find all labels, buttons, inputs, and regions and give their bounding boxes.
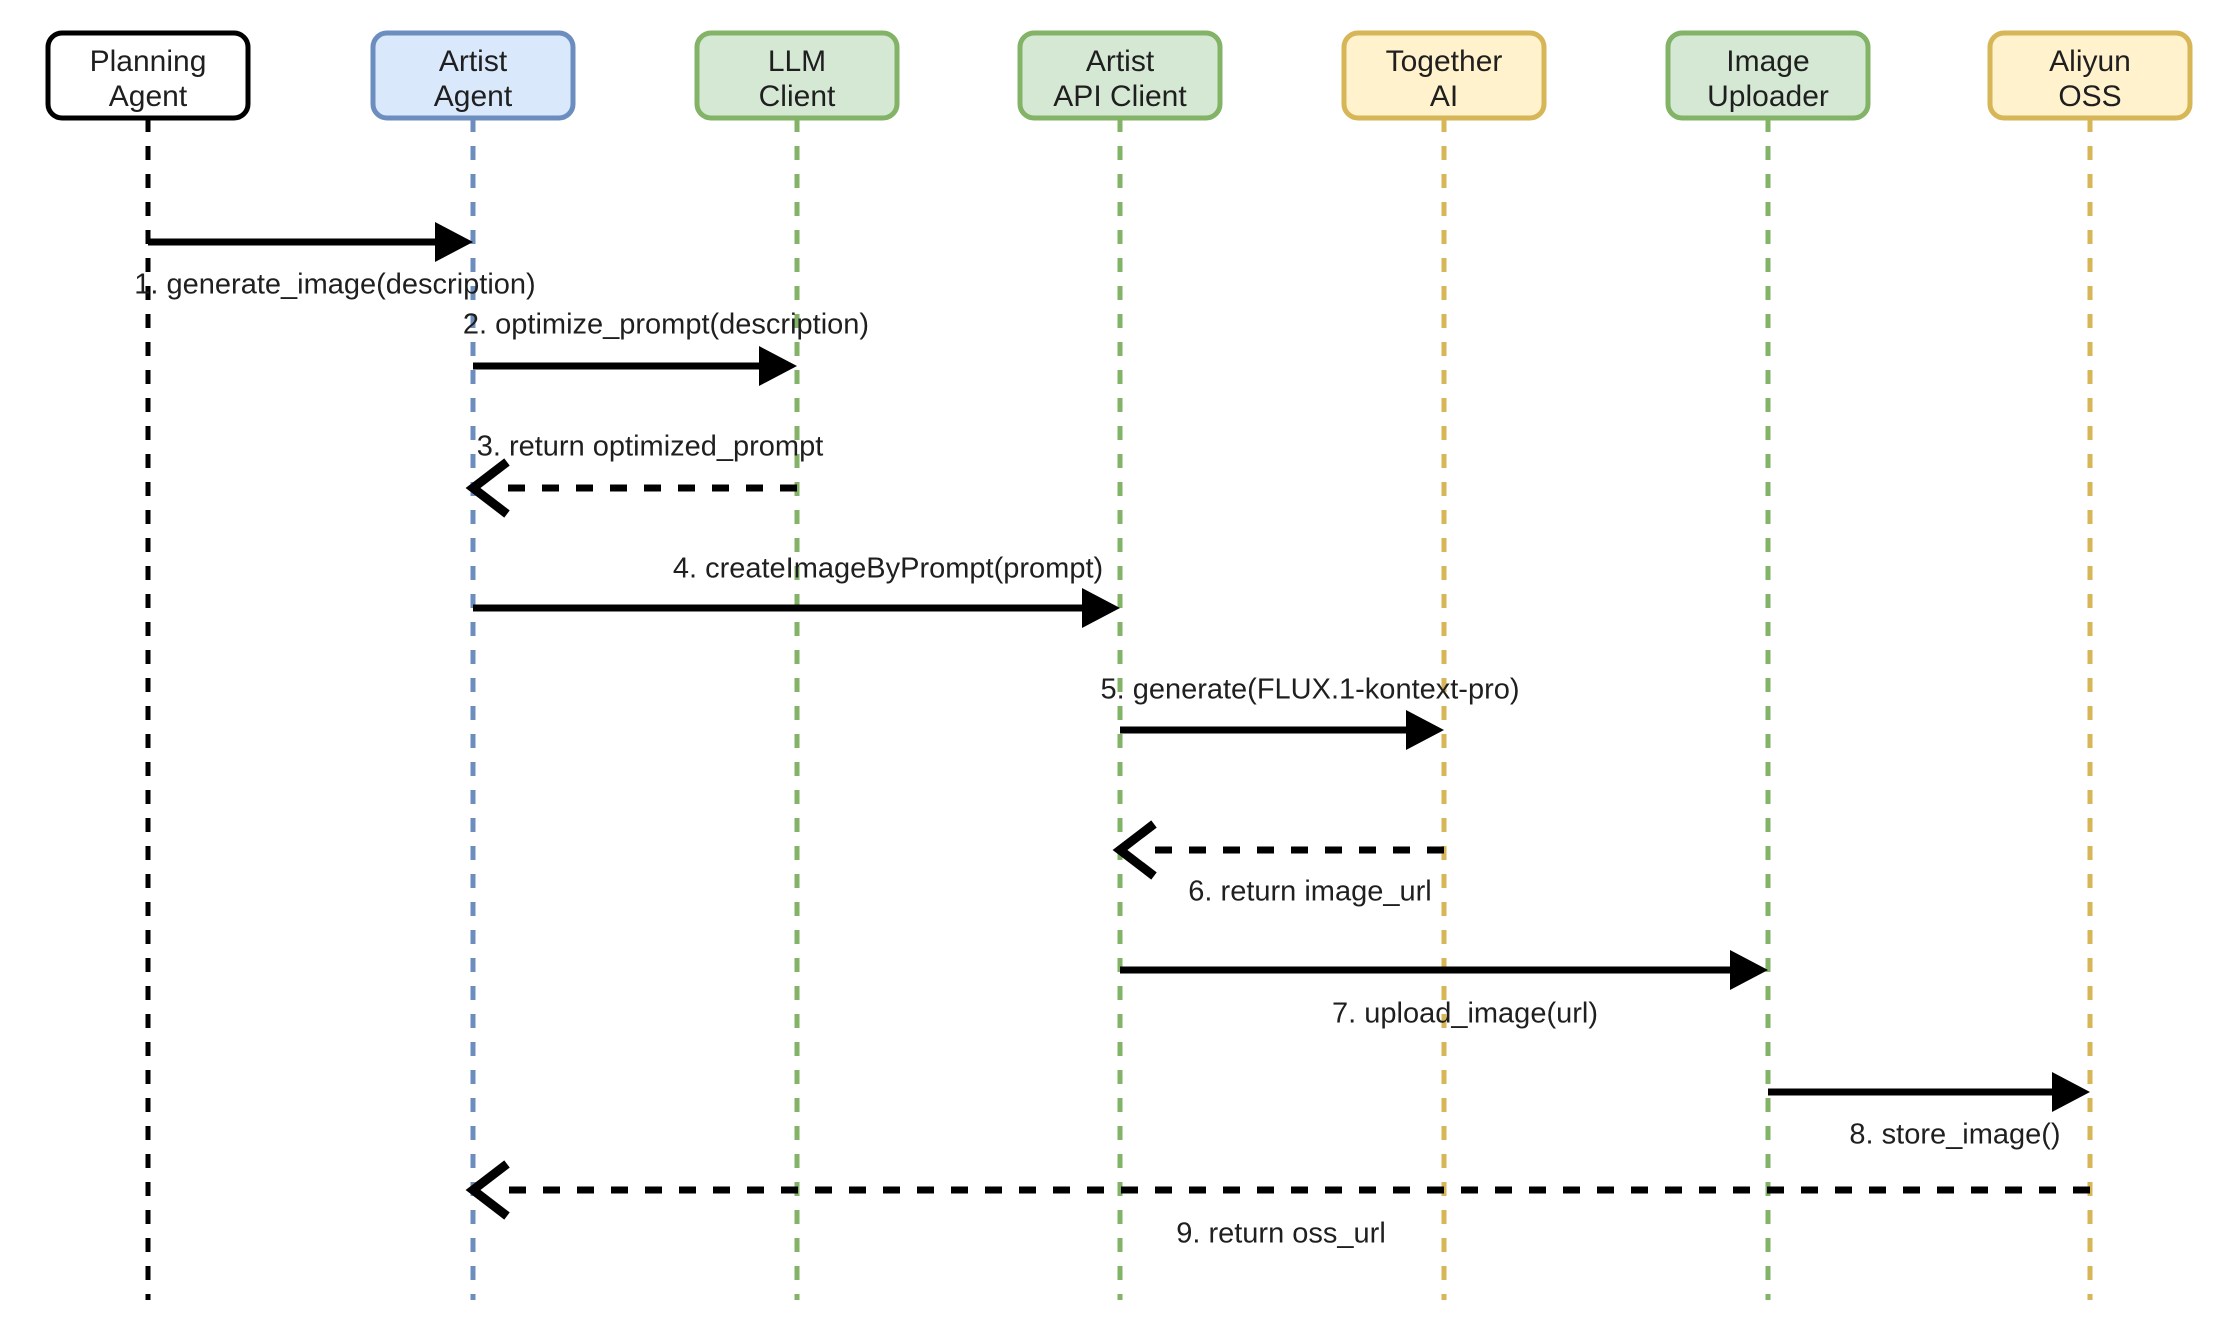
message-3[interactable]: 3. return optimized_prompt — [465, 431, 824, 518]
message-label-3: 3. return optimized_prompt — [477, 431, 824, 463]
participant-label-line1-planning-agent: Planning — [90, 45, 207, 78]
participant-box-artist-api-client — [1017, 30, 1223, 121]
arrowhead-icon-5 — [1406, 710, 1444, 750]
participant-label-line2-planning-agent: Agent — [109, 80, 188, 113]
arrowhead-icon-7 — [1730, 950, 1768, 990]
participant-label-line2-artist-agent: Agent — [434, 80, 513, 113]
messages-group: 1. generate_image(description) 2. optimiz… — [134, 222, 2090, 1250]
message-label-2: 2. optimize_prompt(description) — [463, 309, 869, 341]
message-label-6: 6. return image_url — [1188, 876, 1431, 908]
participant-label-line2-artist-api-client: API Client — [1053, 80, 1187, 113]
message-label-5: 5. generate(FLUX.1-kontext-pro) — [1100, 674, 1519, 706]
participant-box-planning-agent — [45, 30, 251, 121]
message-label-7: 7. upload_image(url) — [1332, 998, 1598, 1030]
message-label-1: 1. generate_image(description) — [134, 269, 535, 301]
participant-label-line1-together-ai: Together — [1386, 45, 1503, 78]
message-7[interactable]: 7. upload_image(url) — [1120, 950, 1768, 1030]
participants-group: PlanningAgentArtistAgentLLMClientArtistA… — [45, 30, 2193, 121]
message-label-9: 9. return oss_url — [1176, 1218, 1386, 1250]
participant-box-aliyun-oss — [1987, 30, 2193, 121]
participant-box-artist-agent — [370, 30, 576, 121]
message-label-8: 8. store_image() — [1849, 1119, 2060, 1151]
participant-label-line1-artist-agent: Artist — [439, 45, 508, 78]
arrowhead-icon-3 — [465, 458, 510, 518]
lifelines-group — [145, 118, 2093, 1300]
participant-label-line1-aliyun-oss: Aliyun — [2049, 45, 2131, 78]
arrowhead-icon-6 — [1112, 820, 1157, 880]
arrowhead-icon-4 — [1082, 588, 1120, 628]
message-6[interactable]: 6. return image_url — [1112, 820, 1444, 908]
participant-label-line1-artist-api-client: Artist — [1086, 45, 1155, 78]
arrowhead-icon-8 — [2052, 1072, 2090, 1112]
participant-label-line2-image-uploader: Uploader — [1707, 80, 1829, 113]
participant-box-llm-client — [694, 30, 900, 121]
arrowhead-icon-2 — [759, 346, 797, 386]
message-2[interactable]: 2. optimize_prompt(description) — [463, 309, 869, 386]
message-8[interactable]: 8. store_image() — [1768, 1072, 2090, 1151]
arrowhead-icon-1 — [435, 222, 473, 262]
message-label-4: 4. createImageByPrompt(prompt) — [673, 553, 1103, 585]
participant-label-line2-together-ai: AI — [1430, 80, 1458, 113]
participant-box-image-uploader — [1665, 30, 1871, 121]
message-5[interactable]: 5. generate(FLUX.1-kontext-pro) — [1100, 674, 1520, 750]
message-4[interactable]: 4. createImageByPrompt(prompt) — [473, 553, 1120, 628]
message-1[interactable]: 1. generate_image(description) — [134, 222, 536, 301]
participant-label-line1-llm-client: LLM — [768, 45, 826, 78]
participant-label-line2-aliyun-oss: OSS — [2058, 80, 2121, 113]
message-9[interactable]: 9. return oss_url — [465, 1160, 2090, 1250]
arrowhead-icon-9 — [465, 1160, 510, 1220]
participant-label-line1-image-uploader: Image — [1726, 45, 1809, 78]
participant-label-line2-llm-client: Client — [759, 80, 836, 113]
participant-box-together-ai — [1341, 30, 1547, 121]
